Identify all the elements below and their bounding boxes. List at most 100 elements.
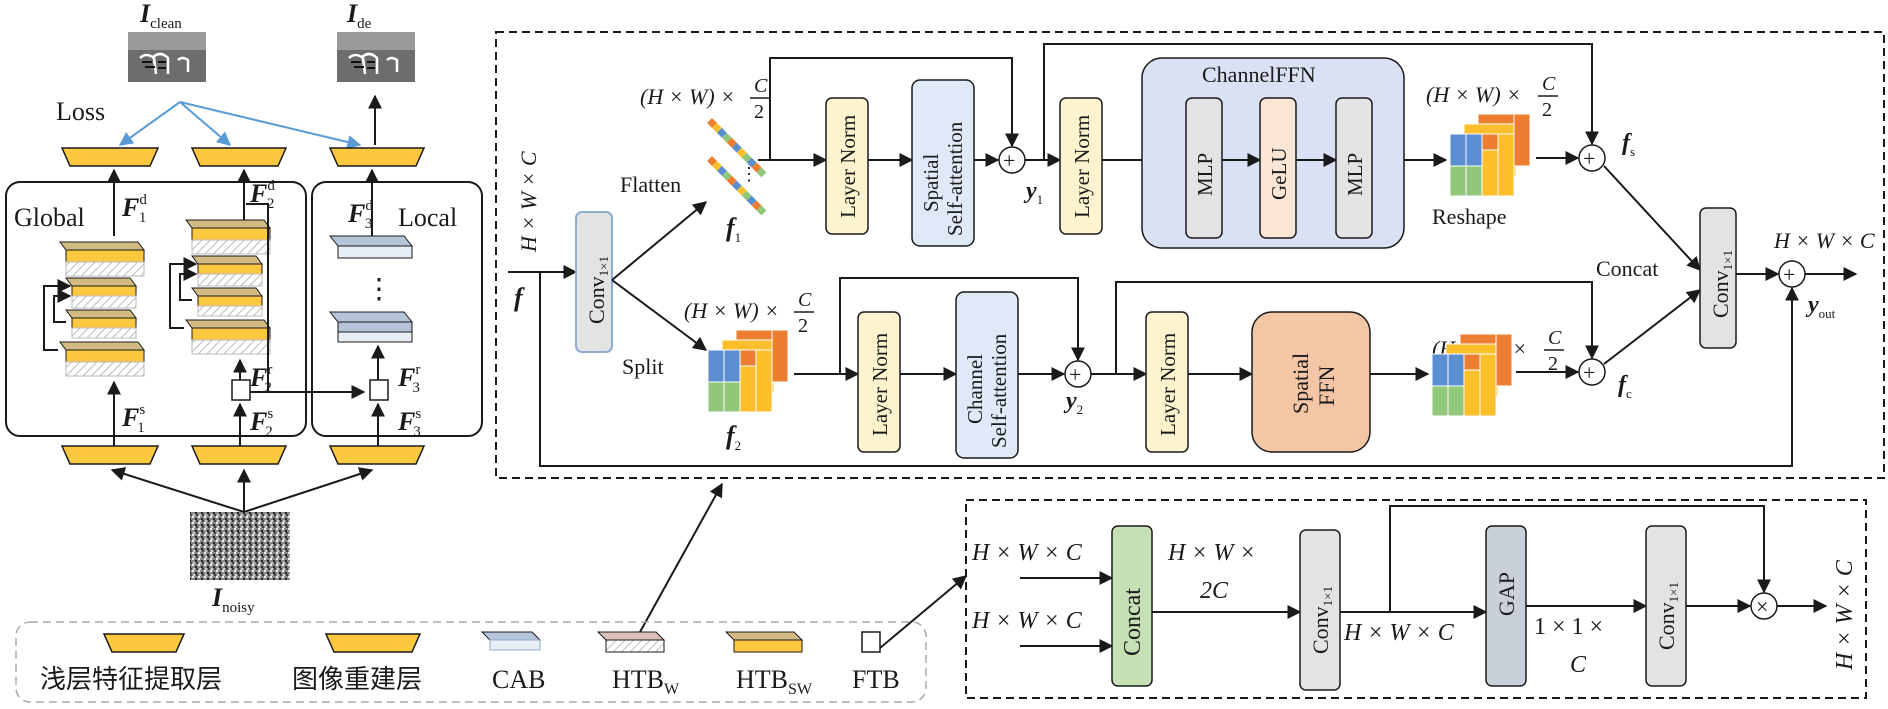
svg-text:2C: 2C	[1200, 578, 1229, 604]
legend-border	[15, 621, 927, 703]
noisy-image-label: I	[211, 583, 223, 612]
shallow-layer-2	[190, 445, 288, 465]
denoised-image-label: I	[346, 0, 358, 28]
loss-arrow-3	[179, 101, 362, 149]
global-htb-stack-2	[169, 219, 271, 355]
local-cab-stack: ⋮	[328, 235, 414, 343]
f1d-label: F	[121, 193, 139, 222]
loss-arrow-1	[118, 101, 181, 146]
noisy-image	[190, 512, 290, 580]
y1-label: y	[1023, 178, 1037, 204]
top-shape-label: (H × W) ×	[640, 84, 735, 109]
add-node-fc	[1578, 358, 1606, 386]
f1-label: f	[726, 213, 737, 242]
svg-text:2: 2	[1548, 353, 1558, 375]
reconstruction-layer-3	[328, 147, 426, 167]
svg-text:FFN: FFN	[1314, 366, 1339, 406]
svg-text:Layer Norm: Layer Norm	[1156, 333, 1180, 436]
layer-norm-4	[1145, 311, 1189, 453]
yout-label: y	[1805, 292, 1819, 318]
input-dims: H × W × C	[516, 151, 541, 253]
svg-text:MLP: MLP	[1343, 153, 1367, 196]
svg-text:Fd2: Fd2	[249, 178, 275, 212]
svg-text:y1: y1	[1023, 178, 1043, 207]
gelu	[1259, 97, 1297, 239]
ftb-square-2	[369, 379, 389, 401]
svg-text:2: 2	[1542, 99, 1552, 121]
svg-text:Fd3: Fd3	[347, 198, 373, 232]
svg-text:+: +	[1583, 146, 1595, 171]
mlp-2	[1335, 97, 1373, 239]
svg-text:1 × 1 ×: 1 × 1 ×	[1534, 614, 1603, 640]
svg-text:GeLU: GeLU	[1267, 148, 1291, 200]
svg-text:f2: f2	[726, 421, 741, 453]
legend-htbw-icon	[596, 631, 666, 653]
global-branch-box	[5, 181, 307, 437]
svg-text:Layer Norm: Layer Norm	[868, 333, 892, 436]
conv-input	[575, 211, 613, 353]
spatial-ffn	[1251, 311, 1371, 453]
svg-text:Conv1×1: Conv1×1	[1654, 582, 1681, 650]
svg-text:C: C	[1542, 73, 1556, 95]
spatial-self-attention	[911, 79, 975, 247]
svg-text:Fs1: Fs1	[121, 402, 145, 436]
f3d-label: F	[347, 199, 365, 228]
global-htb-stack	[43, 241, 145, 377]
denoised-image	[337, 32, 415, 82]
f3r-label: F	[397, 363, 415, 392]
split-label: Split	[622, 354, 664, 379]
clean-image-sub: clean	[150, 16, 182, 32]
svg-text:(H × W) ×: (H × W) ×	[1426, 82, 1521, 107]
legend-cab-icon	[480, 631, 542, 651]
local-label: Local	[398, 203, 457, 232]
svg-text:Layer Norm: Layer Norm	[836, 115, 860, 218]
legend-recon-label: 图像重建层	[292, 665, 422, 694]
reconstruction-layer-2	[190, 147, 288, 167]
svg-text:fs: fs	[1622, 130, 1635, 159]
legend: 浅层特征提取层 图像重建层 CAB HTBW HTBSW FTB	[15, 621, 927, 703]
ftb-detail-module: H × W × C H × W × C Concat H × W × 2C Co…	[879, 499, 1867, 699]
legend-cab-label: CAB	[492, 665, 545, 694]
ftb-module-border	[965, 499, 1867, 699]
loss-arrow-2	[179, 101, 232, 146]
svg-text:Conv1×1: Conv1×1	[584, 256, 611, 324]
f2-label: f	[726, 421, 737, 450]
svg-text:C: C	[798, 289, 812, 311]
svg-text:Conv1×1: Conv1×1	[1708, 250, 1735, 318]
fc-label: f	[1618, 372, 1628, 398]
ftb-square-1	[231, 379, 251, 401]
svg-text:+: +	[1583, 360, 1595, 385]
svg-text:yout: yout	[1805, 292, 1836, 321]
svg-text:×: ×	[1756, 594, 1768, 619]
add-node-fs	[1578, 144, 1606, 172]
conv-output	[1699, 207, 1737, 349]
shallow-layer-1	[60, 445, 160, 465]
layer-norm-1	[825, 97, 869, 235]
svg-text:HTBW: HTBW	[612, 665, 680, 698]
denoised-image-sub: de	[357, 16, 372, 32]
svg-text:Fs2: Fs2	[249, 406, 273, 440]
ftb-input-1: H × W × C	[971, 540, 1083, 566]
svg-text:Concat: Concat	[1120, 588, 1146, 656]
ftb-output-dims: H × W × C	[1832, 559, 1858, 671]
fs-label: f	[1622, 130, 1632, 156]
f2s-label: F	[249, 407, 267, 436]
svg-text:+: +	[1069, 362, 1081, 387]
reshape-grid	[1449, 113, 1531, 197]
svg-text:Ide: Ide	[346, 0, 372, 32]
htb-detail-module: H × W × C f Conv1×1 Flatten Split (H × W…	[495, 31, 1885, 479]
svg-text:C: C	[1548, 327, 1562, 349]
global-label: Global	[14, 203, 85, 232]
legend-recon-icon	[324, 633, 422, 653]
svg-text:Inoisy: Inoisy	[211, 583, 255, 616]
mlp-1	[1185, 97, 1223, 239]
svg-text:Fr3: Fr3	[397, 362, 420, 396]
svg-text:⋮: ⋮	[740, 164, 758, 184]
layer-norm-3	[857, 311, 901, 453]
htb-module-border	[495, 31, 1885, 479]
svg-text:2: 2	[754, 101, 764, 123]
clean-image	[128, 32, 206, 82]
svg-text:C: C	[1570, 652, 1587, 678]
svg-text:+: +	[1003, 148, 1015, 173]
svg-text:HTBSW: HTBSW	[736, 665, 813, 698]
